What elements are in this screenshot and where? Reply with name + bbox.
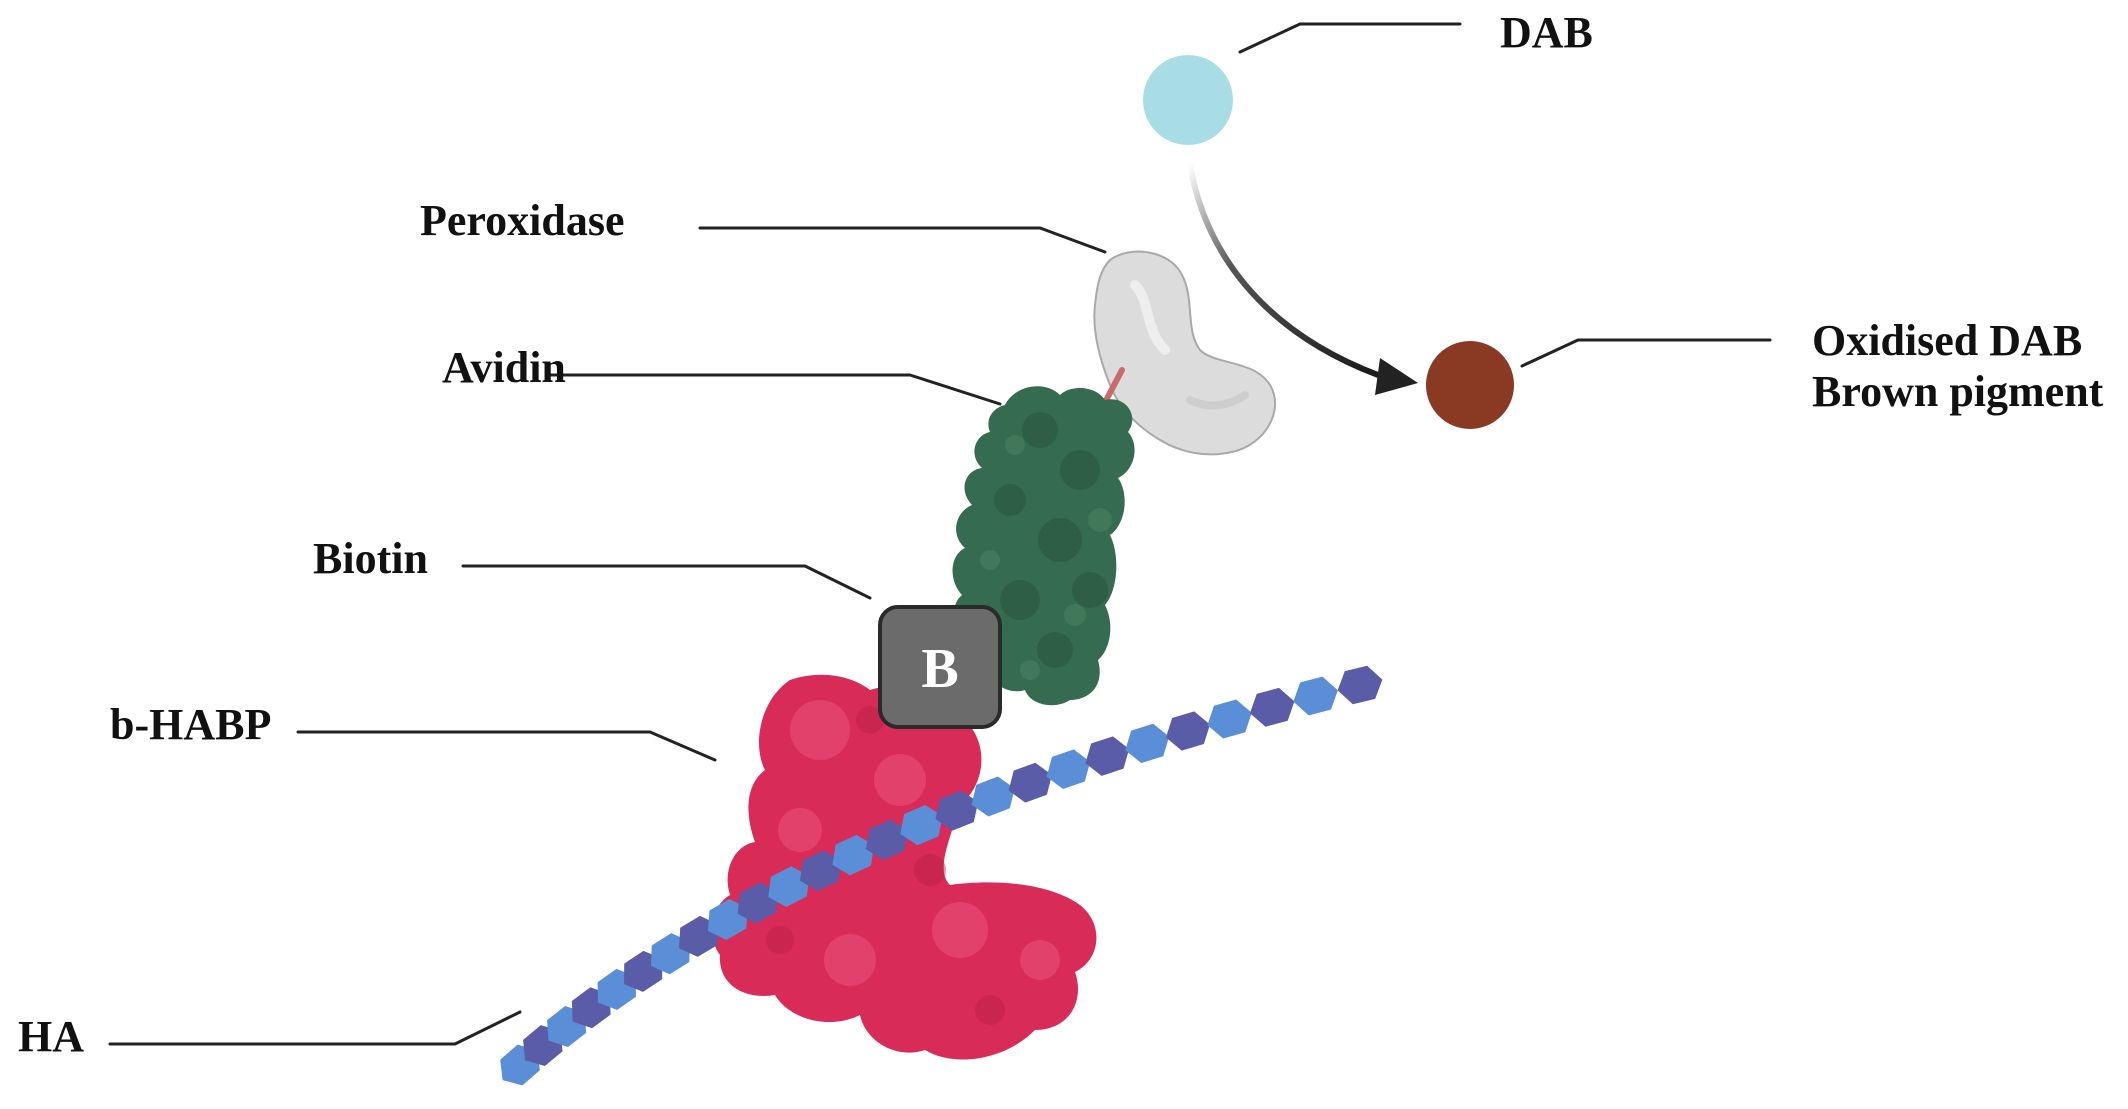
ha-disaccharide-unit	[768, 866, 810, 907]
ha-disaccharide-unit	[1085, 736, 1130, 776]
ha-disaccharide-unit	[900, 804, 943, 846]
oxidised-dab-molecule	[1426, 341, 1514, 429]
label-biotin: Biotin	[313, 534, 428, 583]
label-ha: HA	[18, 1012, 84, 1061]
ha-disaccharide-unit	[707, 899, 748, 940]
ha-chain	[500, 665, 1383, 1086]
ha-disaccharide-unit	[865, 819, 908, 861]
reaction-arrow	[1187, 162, 1381, 378]
label-oxidised-dab-line1: Oxidised DAB	[1812, 316, 2083, 365]
ha-disaccharide-unit	[799, 850, 842, 892]
leader-line-avidin	[546, 373, 1002, 406]
label-oxidised-dab: Oxidised DAB Brown pigment	[1812, 316, 2103, 417]
peroxidase-enzyme	[1093, 250, 1276, 456]
avidin-protein	[952, 386, 1135, 706]
ha-disaccharide-unit	[1293, 676, 1338, 716]
label-dab: DAB	[1500, 8, 1593, 57]
reaction-arrow-head-icon	[1375, 358, 1418, 395]
label-oxidised-dab-line2: Brown pigment	[1812, 366, 2104, 416]
ha-disaccharide-unit	[935, 790, 979, 831]
label-avidin: Avidin	[442, 343, 566, 392]
ha-disaccharide-unit	[1249, 687, 1295, 727]
leader-line-oxidised-dab	[1520, 338, 1772, 368]
ha-disaccharide-unit	[1125, 723, 1170, 764]
label-peroxidase: Peroxidase	[420, 196, 625, 245]
ha-disaccharide-unit	[737, 882, 779, 924]
biotin-symbol: B	[921, 638, 958, 700]
biotin-tag: B	[878, 605, 1002, 729]
dab-molecule	[1143, 55, 1233, 145]
ha-disaccharide-unit	[1207, 699, 1252, 739]
leader-line-biotin	[461, 564, 872, 600]
ha-disaccharide-unit	[1008, 762, 1052, 803]
ha-disaccharide-unit	[1165, 711, 1211, 751]
ha-disaccharide-unit	[832, 834, 875, 876]
leader-line-peroxidase	[698, 226, 1107, 254]
ha-disaccharide-unit	[1337, 665, 1383, 705]
leader-line-dab	[1238, 22, 1462, 54]
ha-disaccharide-unit	[1046, 749, 1091, 790]
ha-disaccharide-unit	[971, 776, 1015, 817]
b-habp-protein	[711, 674, 1097, 1060]
leader-lines	[108, 22, 1772, 1046]
leader-line-ha	[108, 1010, 522, 1046]
label-b-habp: b-HABP	[110, 700, 272, 749]
leader-line-b-habp	[296, 730, 717, 762]
